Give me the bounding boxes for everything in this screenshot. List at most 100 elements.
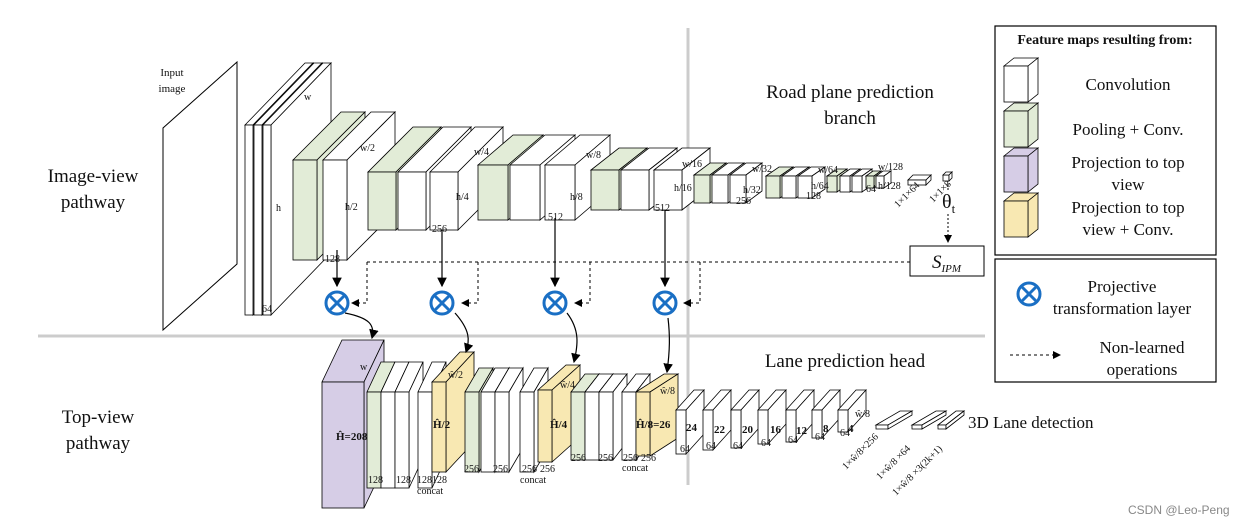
dim-c256-8: 256 xyxy=(641,453,656,464)
solid-down-arrows xyxy=(332,210,673,374)
tv-map-12-front xyxy=(570,391,586,461)
top-view-feature-maps xyxy=(321,339,867,509)
legend-swatch-2-side xyxy=(1027,102,1039,148)
n8: 8 xyxy=(823,423,829,435)
tv-map-6-front xyxy=(431,381,447,473)
iv-map-15-front xyxy=(693,174,711,204)
iv-map-17-front xyxy=(729,174,747,204)
legend-proj-label-1: Projective xyxy=(1088,277,1157,296)
dim-c64-7: 64 xyxy=(840,428,850,439)
dim-c512a: 512 xyxy=(548,212,563,223)
dim-c128-3: 128 xyxy=(417,475,432,486)
dashed-to-proj-2 xyxy=(461,262,479,307)
tv-map-16-front xyxy=(635,391,651,457)
dim-c64b: 64 xyxy=(866,184,876,195)
legend-swatch-1-side xyxy=(1027,57,1039,103)
tv-map-1-front xyxy=(321,381,365,509)
image-view-label-1: Image-view xyxy=(48,166,139,187)
tv-map-3-front xyxy=(380,391,396,489)
dim-h128: h/128 xyxy=(878,181,901,192)
input-label-2: image xyxy=(159,83,186,95)
dim-c64-6: 64 xyxy=(815,432,825,443)
legend-title: Feature maps resulting from: xyxy=(1017,33,1192,48)
tv-map-18 xyxy=(702,388,732,452)
dashed-to-proj-4 xyxy=(683,262,701,307)
dim-c256b: 256 xyxy=(736,196,751,207)
iv-map-9-front xyxy=(477,164,509,221)
fc-flat-1-front xyxy=(875,424,889,430)
tv-map-22-front xyxy=(811,409,823,439)
tv-map-19 xyxy=(730,388,760,450)
dim-c64-3: 64 xyxy=(733,441,743,452)
dim-w8b: ŵ/8 xyxy=(855,409,870,420)
fc-box-1-side xyxy=(925,174,932,186)
dim-c256-5: 256 xyxy=(571,453,586,464)
dim-c128b: 128 xyxy=(806,191,821,202)
legend-swatch-2 xyxy=(1002,102,1040,148)
dim-h4: h/4 xyxy=(456,192,469,203)
dim-w4: w/4 xyxy=(474,147,489,158)
image-view-feature-maps xyxy=(244,62,893,316)
dim-w4-top: ŵ/4 xyxy=(560,380,575,391)
curve-to-top-1 xyxy=(344,312,379,340)
dim-c128: 128 xyxy=(325,254,340,265)
tv-map-23 xyxy=(837,388,867,434)
legend-label-4-line2: view + Conv. xyxy=(1082,220,1173,239)
n12: 12 xyxy=(796,425,808,437)
iv-map-14 xyxy=(652,147,712,211)
legend-swatch-4-side xyxy=(1027,192,1039,238)
concat-3: concat xyxy=(622,463,648,474)
dim-c256-2: 256 xyxy=(493,464,508,475)
dim-w8-top: ŵ/8 xyxy=(660,386,675,397)
projective-transformation-nodes xyxy=(324,290,678,316)
lane-head-label: Lane prediction head xyxy=(765,351,926,372)
road-plane-label-1: Road plane prediction xyxy=(766,82,934,103)
dim-c256-1: 256 xyxy=(464,464,479,475)
dim-c256-6: 256 xyxy=(598,453,613,464)
iv-map-7-front xyxy=(397,171,427,231)
iv-map-14-front xyxy=(653,169,683,211)
fc-box-2-side xyxy=(948,171,953,182)
dim-w-top: w xyxy=(360,362,368,373)
tv-map-19-front xyxy=(730,409,742,449)
proj-node-2 xyxy=(429,290,455,316)
dashed-to-proj-1 xyxy=(351,262,368,307)
dim-c128-1: 128 xyxy=(368,475,383,486)
dim-c64-1: 64 xyxy=(680,444,690,455)
iv-map-24-front xyxy=(865,175,875,189)
iv-map-18-front xyxy=(765,175,781,199)
dim-H2: Ĥ/2 xyxy=(433,419,451,431)
iv-map-20 xyxy=(796,166,827,199)
dim-h2: h/2 xyxy=(345,202,358,213)
tv-map-18-front xyxy=(702,409,714,451)
dim-w2: w/2 xyxy=(360,143,375,154)
legend-box-2 xyxy=(994,258,1217,383)
dim-h8: h/8 xyxy=(570,192,583,203)
input-image xyxy=(162,60,238,332)
image-view-label-2: pathway xyxy=(61,192,126,213)
legend-proj-label-2: transformation layer xyxy=(1053,299,1192,318)
dim-H208: Ĥ=208 xyxy=(336,431,368,443)
dim-w8: w/8 xyxy=(586,150,601,161)
legend-swatch-4-front xyxy=(1003,200,1029,238)
iv-map-21-front xyxy=(826,175,838,193)
tv-map-9 xyxy=(494,366,524,474)
dim-c64-2: 64 xyxy=(706,441,716,452)
tv-map-11-front xyxy=(537,389,553,463)
legend-nl-label-2: operations xyxy=(1107,360,1178,379)
iv-map-6-front xyxy=(367,171,397,231)
proj-node-3 xyxy=(542,290,568,316)
dim-w64: w/64 xyxy=(818,165,838,176)
tv-map-8-front xyxy=(480,391,496,473)
iv-map-17 xyxy=(728,162,764,204)
road-plane-label-2: branch xyxy=(824,108,876,129)
dim-w32: w/32 xyxy=(752,164,772,175)
proj-node-x-b xyxy=(546,294,564,312)
sipm-label: SIPM xyxy=(932,252,962,275)
lane-detection-label: 3D Lane detection xyxy=(968,413,1094,432)
proj-node-1 xyxy=(324,290,350,316)
tv-map-21-front xyxy=(785,409,797,443)
n22: 22 xyxy=(714,424,726,436)
dashed-connections xyxy=(351,261,910,307)
